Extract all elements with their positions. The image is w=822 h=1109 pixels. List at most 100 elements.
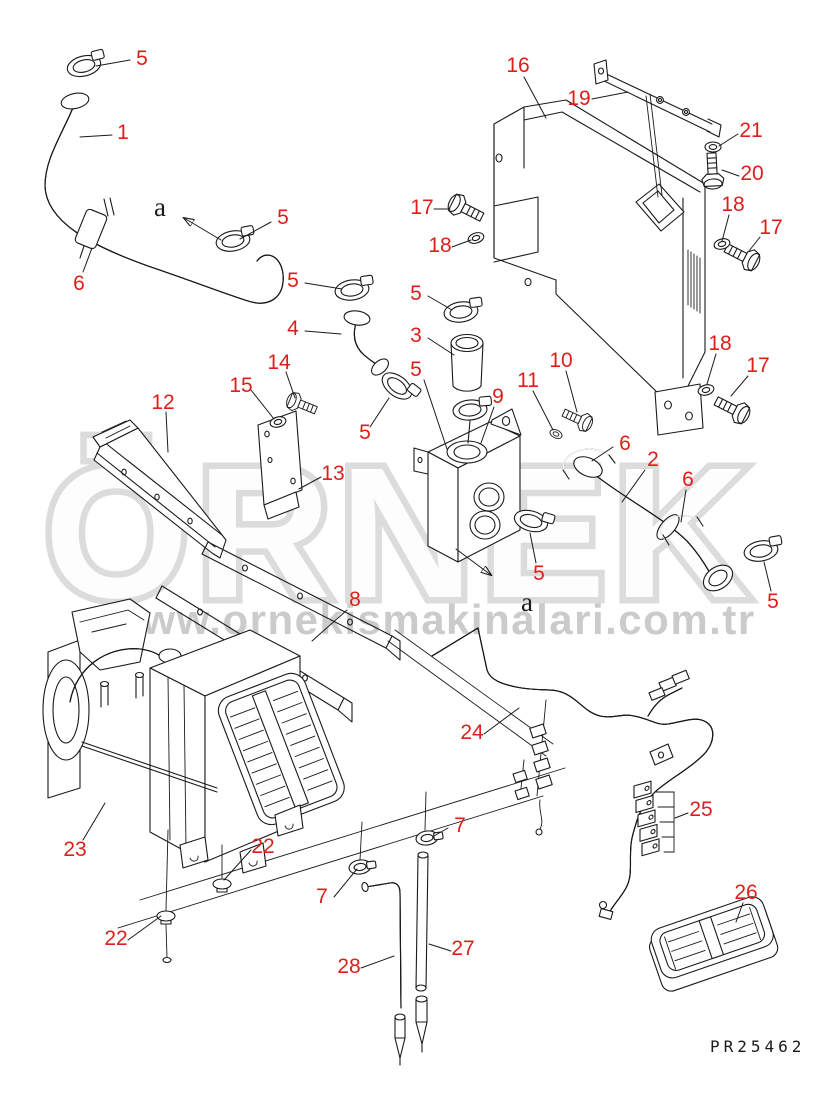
part-5-hose-clamp [441, 296, 485, 325]
part-27-drain-tube [415, 851, 429, 1053]
part-19-support-bar [593, 59, 722, 198]
part-5-hose-clamp [451, 395, 494, 422]
leader-line [591, 91, 629, 100]
callout-23-33: 23 [63, 838, 86, 861]
callout-8-32: 8 [349, 588, 361, 611]
nozzle [415, 995, 428, 1053]
leader-line [730, 375, 749, 397]
part-25-relay-block [633, 780, 675, 857]
leader-line [428, 943, 452, 952]
leader-line [311, 609, 348, 642]
callout-28-42: 28 [337, 955, 360, 978]
callout-6-27: 6 [619, 432, 631, 455]
part-6-band-clamp [74, 208, 108, 259]
part-23-heater-unit [42, 598, 345, 874]
callout-13-19: 13 [321, 462, 344, 485]
part-17-bolt [444, 190, 488, 228]
leader-line [304, 282, 343, 290]
callout-18-10: 18 [428, 234, 451, 257]
drawing-number: PR25462 [710, 1037, 805, 1056]
callout-5-4: 5 [287, 269, 299, 292]
callout-12-18: 12 [151, 391, 174, 414]
leader-line [433, 827, 449, 837]
callout-22-34: 22 [251, 835, 274, 858]
leader-line [565, 370, 578, 413]
callout-15-17: 15 [229, 374, 252, 397]
leader-line [369, 397, 390, 428]
leader-line [748, 236, 761, 252]
callout-17-12: 17 [759, 216, 782, 239]
leader-line [423, 379, 448, 450]
callout-4-15: 4 [287, 317, 299, 340]
callout-5-31: 5 [767, 590, 779, 613]
part-12-duct-bracket [92, 419, 227, 559]
part-9-duct-box [413, 408, 522, 563]
callout-26-40: 26 [734, 881, 757, 904]
part-24-wiring-harness [432, 628, 713, 920]
leader-line [285, 371, 296, 399]
callout-27-41: 27 [451, 937, 474, 960]
leader-line [223, 849, 252, 881]
leader-line [674, 812, 689, 819]
part-21-washer [704, 141, 722, 153]
leader-line [304, 330, 342, 335]
callout-7-35: 7 [454, 814, 466, 837]
callout-20-8: 20 [740, 162, 763, 185]
callout-5-22: 5 [410, 358, 422, 381]
callout-6-3: 6 [73, 272, 85, 295]
callout-18-13: 18 [708, 332, 731, 355]
callout-22-37: 22 [104, 927, 127, 950]
part-13-mounting-plate [257, 410, 303, 520]
part-28-drain-tube [361, 882, 406, 1066]
callout-7-36: 7 [316, 885, 328, 908]
view-arrow-0 [184, 218, 222, 241]
callout-18-11: 18 [721, 193, 744, 216]
part-22-grommets [156, 829, 232, 964]
panel-foot [654, 383, 704, 436]
leader-line [427, 295, 453, 311]
part-17-bolt [710, 390, 754, 428]
callout-3-21: 3 [410, 324, 422, 347]
watermark-url: www.ornekismakinalari.com.tr [107, 596, 755, 643]
leader-line [718, 133, 739, 147]
callout-17-9: 17 [410, 196, 433, 219]
callout-2-28: 2 [647, 448, 659, 471]
leader-line [706, 353, 717, 385]
leader-line [360, 955, 395, 969]
callout-24-38: 24 [460, 721, 484, 744]
part-20-bolt [699, 151, 725, 191]
leader-line [165, 411, 169, 453]
callout-10-26: 10 [549, 349, 572, 372]
part-6-saddle-clamp [660, 515, 704, 546]
leader-line [298, 476, 322, 490]
leader-line [735, 902, 744, 923]
leader-line [95, 59, 131, 67]
part-7-clamps [347, 791, 445, 877]
part-4-elbow-hose [343, 309, 391, 378]
callout-11-25: 11 [517, 369, 539, 392]
view-marker-a-1: a [521, 587, 533, 617]
leader-line [529, 532, 537, 564]
callout-14-16: 14 [267, 351, 291, 374]
view-marker-a-0: a [154, 192, 166, 222]
callout-21-7: 21 [739, 119, 762, 142]
callout-17-14: 17 [746, 354, 769, 377]
leader-line [82, 802, 106, 841]
leader-line [680, 489, 687, 523]
leader-line [523, 76, 547, 119]
part-1-intake-hose [45, 91, 283, 303]
leader-line [721, 169, 740, 177]
leader-line [480, 406, 495, 444]
callout-5-20: 5 [410, 282, 422, 305]
leader-line [763, 561, 772, 592]
callout-5-0: 5 [136, 47, 148, 70]
leader-line [621, 469, 646, 503]
leader-line [427, 337, 455, 356]
leader-line [79, 134, 113, 138]
part-16-cover-panel [493, 99, 706, 436]
callout-5-2: 5 [277, 206, 289, 229]
callout-1-1: 1 [117, 121, 129, 144]
callout-25-39: 25 [689, 798, 712, 821]
